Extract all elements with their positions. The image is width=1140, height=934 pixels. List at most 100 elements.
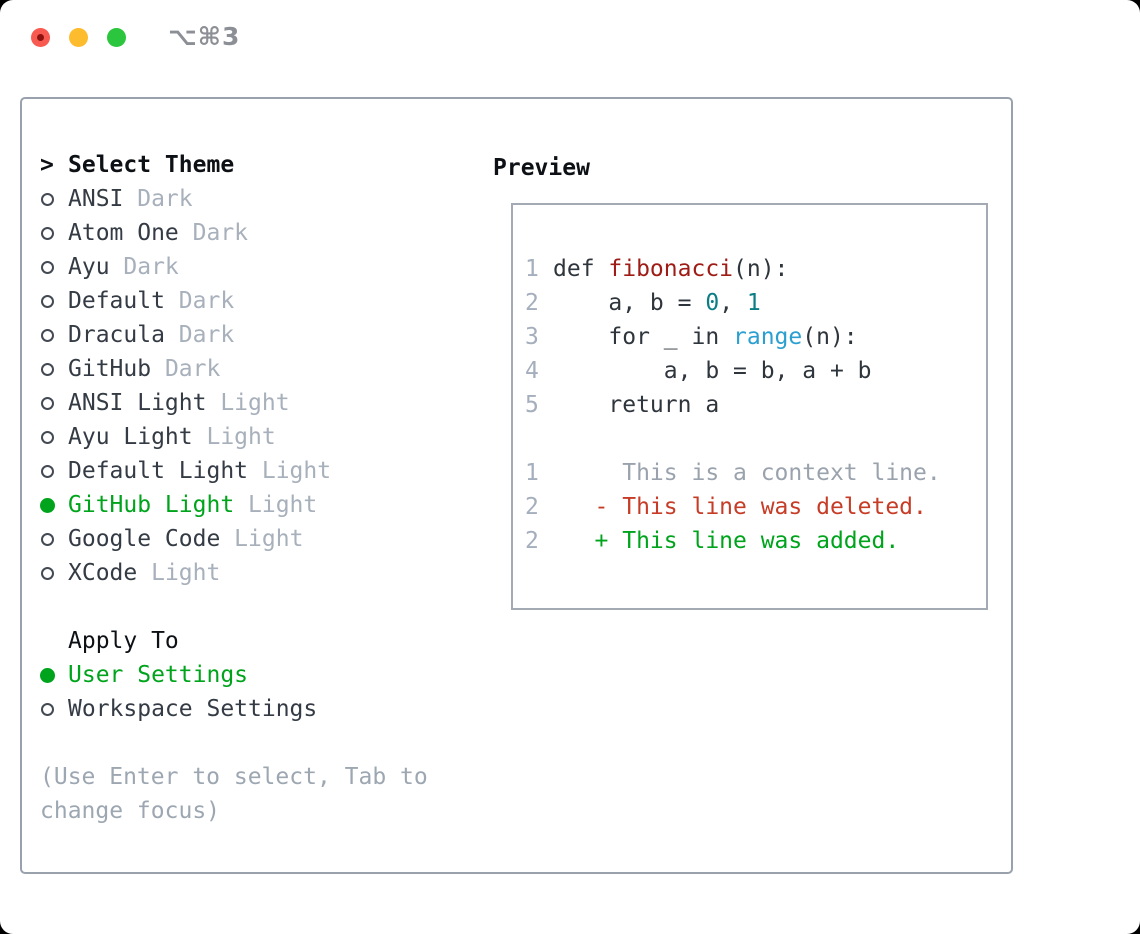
code-token-add: + This line was added. [553, 528, 900, 554]
line-number: 1 [525, 460, 539, 486]
code-line: 1 def fibonacci(n): [525, 252, 986, 286]
option-label: Dracula [68, 322, 165, 348]
select-theme-header: > Select Theme [40, 148, 470, 182]
theme-option-ayu-light[interactable]: Ayu Light Light [40, 420, 470, 454]
radio-unselected-icon [40, 294, 68, 308]
select-theme-title: Select Theme [68, 152, 235, 178]
radio-unselected-icon [40, 464, 68, 478]
code-line [525, 422, 986, 456]
radio-unselected-icon [40, 430, 68, 444]
titlebar: ⌥⌘3 [0, 0, 1140, 75]
radio-unselected-icon [40, 566, 68, 580]
line-number: 2 [525, 290, 539, 316]
close-dot-icon [37, 34, 44, 41]
code-token-num: 0 [705, 290, 720, 316]
option-label: Default Light [68, 458, 249, 484]
theme-option-google-code[interactable]: Google Code Light [40, 522, 470, 556]
apply-to-title: Apply To [68, 628, 179, 654]
code-line: 4 a, b = b, a + b [525, 354, 986, 388]
code-token-context: This is a context line. [553, 460, 941, 486]
option-variant-label: Light [137, 560, 221, 586]
theme-option-atom-one[interactable]: Atom One Dark [40, 216, 470, 250]
option-variant-label: Dark [109, 254, 179, 280]
code-line: 1 This is a context line. [525, 456, 986, 490]
option-label: GitHub Light [68, 492, 235, 518]
radio-unselected-icon [40, 362, 68, 376]
option-label: Workspace Settings [68, 696, 318, 722]
prompt-cursor-icon: > [40, 152, 54, 178]
option-label: Atom One [68, 220, 179, 246]
code-token-del: - This line was deleted. [553, 494, 927, 520]
option-variant-label: Light [248, 458, 332, 484]
theme-option-xcode[interactable]: XCode Light [40, 556, 470, 590]
option-label: XCode [68, 560, 138, 586]
option-label: User Settings [68, 662, 249, 688]
option-variant-label: Dark [123, 186, 193, 212]
code-token-func: fibonacci [608, 256, 734, 282]
code-token-code: , [719, 290, 747, 316]
code-line: 2 - This line was deleted. [525, 490, 986, 524]
radio-unselected-icon [40, 328, 68, 342]
option-label: Ayu [68, 254, 110, 280]
option-variant-label: Dark [164, 288, 235, 314]
line-number: 3 [525, 324, 539, 350]
close-button[interactable] [31, 28, 50, 47]
option-variant-label: Dark [151, 356, 221, 382]
theme-option-github-light[interactable]: GitHub Light Light [40, 488, 470, 522]
minimize-button[interactable] [69, 28, 88, 47]
line-number: 1 [525, 256, 539, 282]
radio-unselected-icon [40, 532, 68, 546]
option-variant-label: Light [192, 424, 276, 450]
radio-selected-icon [40, 667, 68, 683]
radio-unselected-icon [40, 260, 68, 274]
keyboard-hint: (Use Enter to select, Tab to change focu… [40, 764, 428, 824]
theme-option-ansi[interactable]: ANSI Dark [40, 182, 470, 216]
code-token-code: return a [553, 392, 720, 418]
option-label: Ayu Light [68, 424, 193, 450]
code-line: 2 a, b = 0, 1 [525, 286, 986, 320]
zoom-button[interactable] [107, 28, 126, 47]
option-label: Default [68, 288, 165, 314]
option-variant-label: Dark [164, 322, 235, 348]
theme-option-ansi-light[interactable]: ANSI Light Light [40, 386, 470, 420]
code-line: 3 for _ in range(n): [525, 320, 986, 354]
theme-option-dracula[interactable]: Dracula Dark [40, 318, 470, 352]
theme-option-default-light[interactable]: Default Light Light [40, 454, 470, 488]
radio-unselected-icon [40, 192, 68, 206]
line-number: 5 [525, 392, 539, 418]
option-label: GitHub [68, 356, 152, 382]
code-token-code: a, b = [553, 290, 706, 316]
radio-selected-icon [40, 497, 68, 513]
apply-option-user-settings[interactable]: User Settings [40, 658, 470, 692]
code-token-num: 1 [746, 290, 761, 316]
radio-unselected-icon [40, 702, 68, 716]
line-number: 2 [525, 494, 539, 520]
radio-unselected-icon [40, 396, 68, 410]
option-label: Google Code [68, 526, 221, 552]
theme-option-github[interactable]: GitHub Dark [40, 352, 470, 386]
option-variant-label: Light [234, 492, 318, 518]
option-variant-label: Dark [178, 220, 249, 246]
code-line: 2 + This line was added. [525, 524, 986, 558]
code-token-code: def [553, 256, 609, 282]
code-line: 5 return a [525, 388, 986, 422]
option-variant-label: Light [206, 390, 290, 416]
theme-option-default[interactable]: Default Dark [40, 284, 470, 318]
theme-option-ayu[interactable]: Ayu Dark [40, 250, 470, 284]
apply-to-header: Apply To [40, 624, 470, 658]
line-number: 4 [525, 358, 539, 384]
window-shortcut-label: ⌥⌘3 [168, 22, 241, 51]
apply-option-workspace-settings[interactable]: Workspace Settings [40, 692, 470, 726]
line-number: 2 [525, 528, 539, 554]
option-label: ANSI [68, 186, 124, 212]
option-label: ANSI Light [68, 390, 207, 416]
preview-title: Preview [493, 155, 590, 181]
code-token-code: (n): [733, 256, 789, 282]
